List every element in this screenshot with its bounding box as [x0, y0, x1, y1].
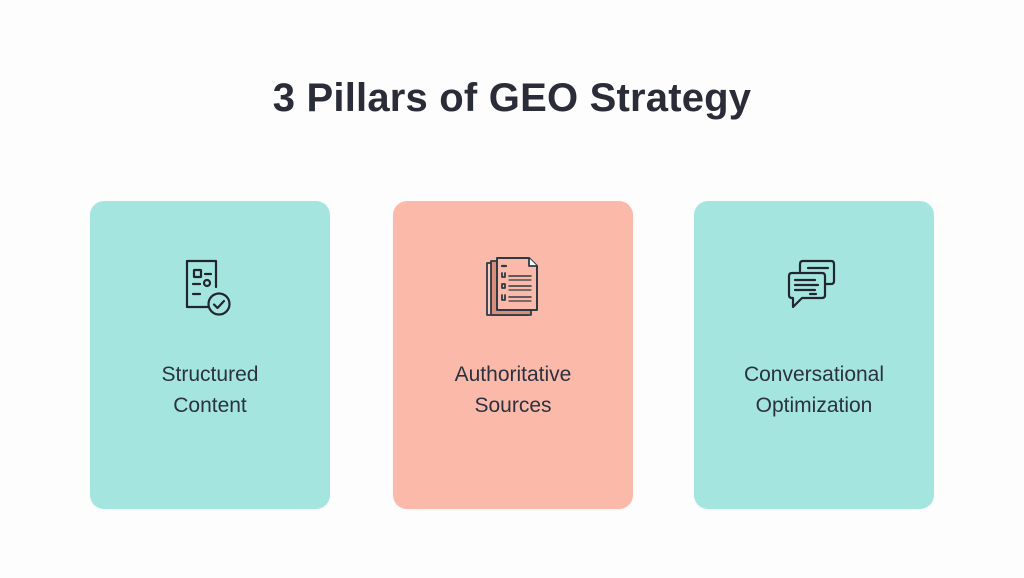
pillar-label: Conversational Optimization [694, 359, 934, 421]
pillar-label-line1: Conversational [743, 363, 885, 386]
stacked-documents-icon [473, 249, 553, 329]
pillar-label-line1: Authoritative [454, 363, 572, 386]
chat-bubbles-icon [774, 249, 854, 329]
pillar-label-line2: Sources [474, 394, 552, 417]
pillar-label-line2: Content [173, 394, 247, 417]
pillar-label: Authoritative Sources [393, 359, 633, 421]
page-title: 3 Pillars of GEO Strategy [272, 76, 752, 120]
pillar-label-line2: Optimization [755, 394, 873, 417]
document-checklist-check-icon [170, 249, 250, 329]
pillar-label-line1: Structured [161, 363, 259, 386]
pillar-card-authoritative-sources: Authoritative Sources [393, 201, 633, 509]
pillar-card-conversational-optimization: Conversational Optimization [694, 201, 934, 509]
pillar-card-structured-content: Structured Content [90, 201, 330, 509]
pillar-label: Structured Content [90, 359, 330, 421]
